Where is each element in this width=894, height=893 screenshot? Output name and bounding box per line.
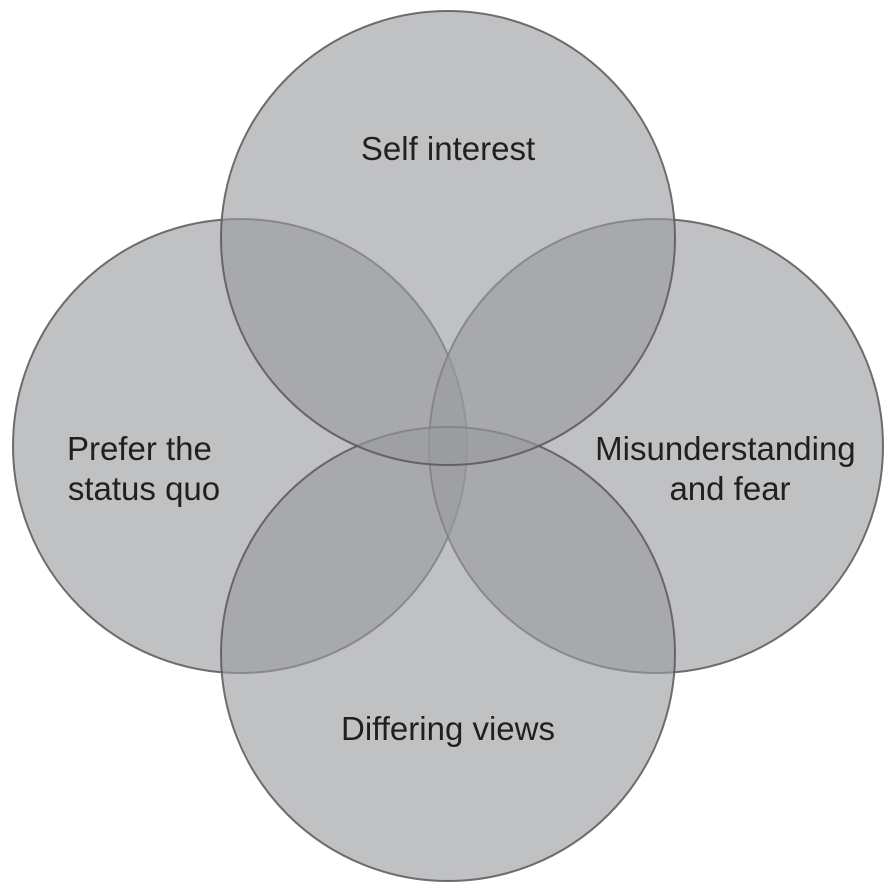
label-self-interest: Self interest (361, 130, 535, 167)
label-prefer-status-quo: Prefer the status quo (67, 430, 221, 507)
label-misunderstanding-fear: Misunderstanding and fear (595, 430, 865, 507)
label-differing-views: Differing views (341, 710, 555, 747)
circle-bottom (220, 426, 676, 882)
circle-top (220, 10, 676, 466)
